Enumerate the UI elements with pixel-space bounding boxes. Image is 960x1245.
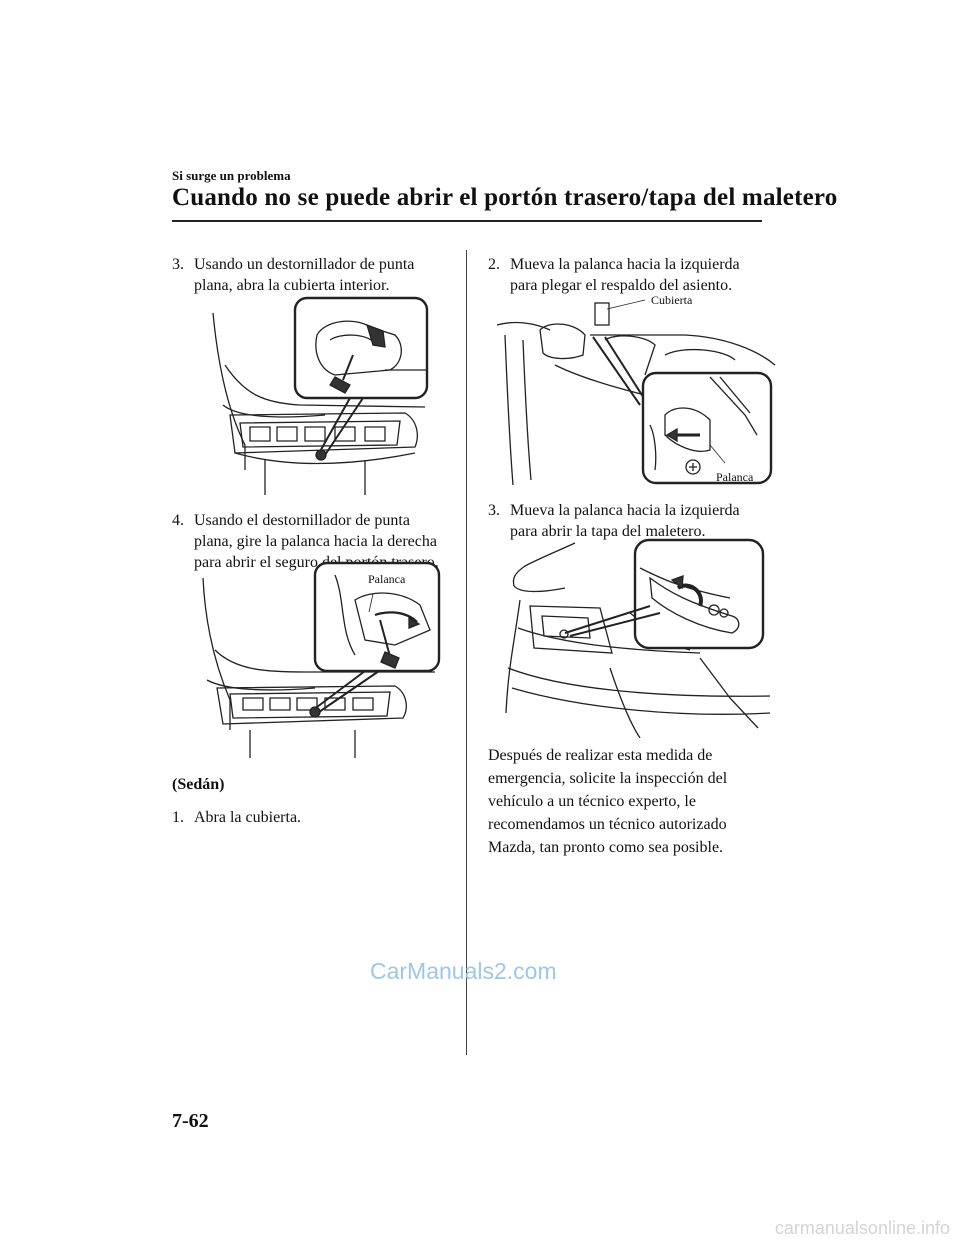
section-label: Si surge un problema	[172, 168, 291, 183]
left-step-1: 1. Abra la cubierta.	[172, 807, 452, 828]
figure-seatback-lever	[495, 295, 777, 495]
label-cubierta: Cubierta	[651, 293, 693, 307]
figure-trunk-lid	[500, 538, 775, 738]
left-step-3: 3. Usando un destornillador de punta pla…	[172, 254, 452, 296]
step-text-line: plana, abra la cubierta interior.	[194, 277, 390, 294]
step-number: 2.	[488, 256, 500, 273]
step-text-line: Mueva la palanca hacia la izquierda	[510, 502, 740, 519]
page-number: 7-62	[172, 1110, 209, 1132]
step-number: 1.	[172, 809, 184, 826]
closing-paragraph: Después de realizar esta medida de emerg…	[488, 744, 778, 859]
watermark-text: carmanualsonline.info	[774, 1218, 950, 1238]
step-number: 3.	[488, 502, 500, 519]
figure-lever-right	[195, 560, 445, 760]
paragraph-line: emergencia, solicite la inspección del	[488, 770, 728, 787]
step-text-line: Usando el destornillador de punta	[194, 512, 410, 529]
step-text-line: para plegar el respaldo del asiento.	[510, 277, 733, 294]
step-text-line: Mueva la palanca hacia la izquierda	[510, 256, 740, 273]
page-title: Cuando no se puede abrir el portón trase…	[172, 184, 838, 211]
figure-inner-cover	[205, 295, 435, 500]
label-palanca: Palanca	[368, 572, 406, 586]
paragraph-line: recomendamos un técnico autorizado	[488, 816, 727, 833]
step-number: 4.	[172, 512, 184, 529]
step-text-line: Usando un destornillador de punta	[194, 256, 415, 273]
step-text-line: plana, gire la palanca hacia la derecha	[194, 533, 437, 550]
paragraph-line: vehículo a un técnico experto, le	[488, 793, 696, 810]
step-number: 3.	[172, 256, 184, 273]
right-step-2: 2. Mueva la palanca hacia la izquierda p…	[488, 254, 768, 296]
step-text-line: para abrir la tapa del maletero.	[510, 523, 706, 540]
paragraph-line: Después de realizar esta medida de	[488, 747, 713, 764]
right-step-3: 3. Mueva la palanca hacia la izquierda p…	[488, 500, 768, 542]
watermark-link[interactable]: CarManuals2.com	[370, 958, 557, 984]
column-divider	[466, 250, 467, 1055]
step-text-line: Abra la cubierta.	[194, 809, 302, 826]
sedan-heading: (Sedán)	[172, 776, 225, 793]
title-divider	[172, 220, 762, 222]
label-palanca: Palanca	[716, 470, 754, 484]
paragraph-line: Mazda, tan pronto como sea posible.	[488, 839, 724, 856]
